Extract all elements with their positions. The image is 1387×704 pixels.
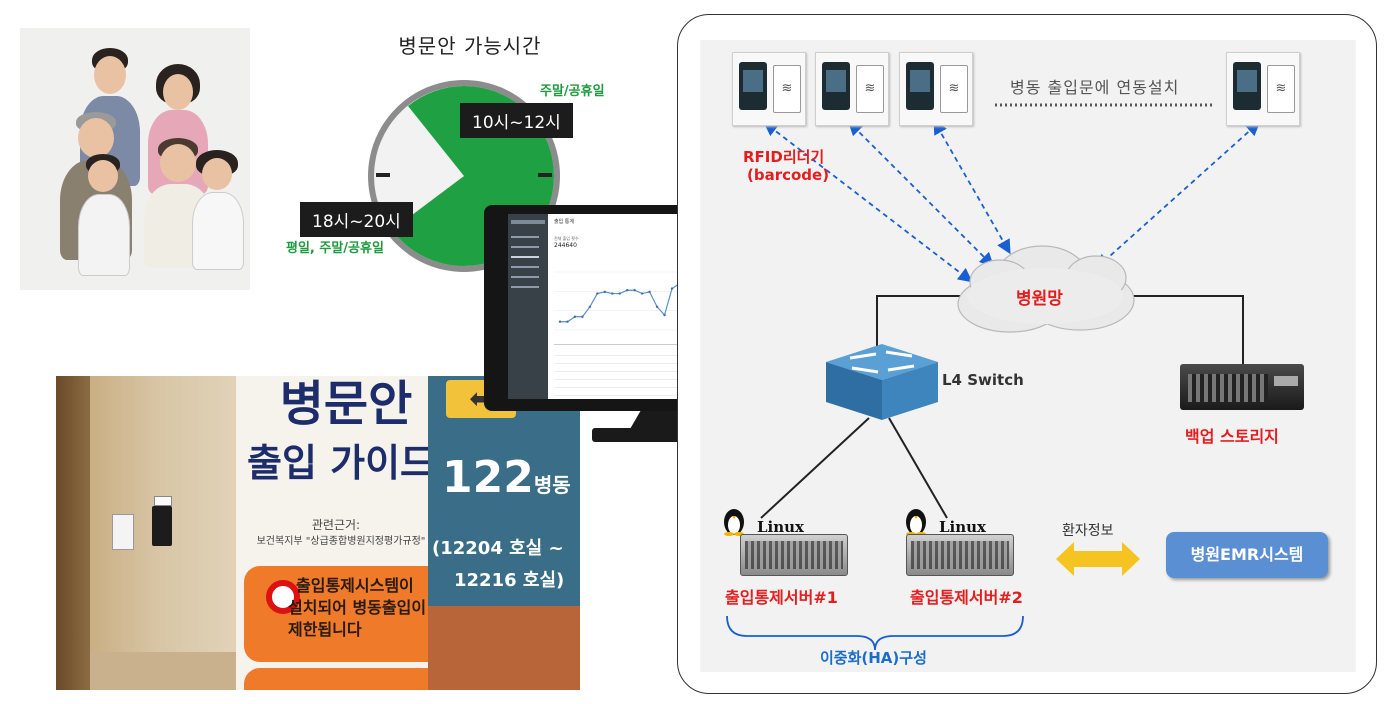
hospital-network-label: 병원망	[1016, 289, 1063, 309]
server2-label: 출입통제서버#2	[910, 588, 1023, 607]
rfid-reader-device	[112, 514, 134, 550]
connection-lines	[726, 103, 1261, 651]
backup-storage-label: 백업 스토리지	[1185, 427, 1279, 446]
screen-table-row	[554, 374, 790, 380]
hospital-network-cloud	[957, 245, 1135, 333]
visiting-hours-title: 병문안 가능시간	[398, 34, 542, 58]
screen-total-label: 전체 출입 횟수	[554, 236, 579, 241]
rfid-reader-1: ≋	[732, 52, 806, 126]
weekend-note: 주말/공휴일	[540, 84, 605, 99]
room-range-2: 12216 호실)	[454, 570, 565, 591]
screen-table-row	[554, 382, 790, 388]
basis-text: 보건복지부 "상급종합병원지정평가규정"	[256, 536, 426, 547]
ha-config-label: 이중화(HA)구성	[820, 649, 927, 667]
access-server-1	[740, 534, 848, 576]
evening-slot-tag: 18시~20시	[300, 202, 413, 237]
notice-line-1: 출입통제시스템이	[296, 576, 414, 595]
chart-point	[611, 292, 614, 295]
all-days-note: 평일, 주말/공휴일	[286, 241, 384, 256]
patient-info-label: 환자정보	[1062, 523, 1114, 539]
notice-line-2: 설치되어 병동출입이	[288, 598, 427, 617]
ward-suffix: 병동	[533, 473, 571, 497]
screen-sidebar	[508, 214, 548, 399]
chart-point	[648, 290, 651, 294]
screen-total-value: 244640	[554, 242, 577, 249]
chart-point	[618, 292, 621, 295]
chart-point	[596, 292, 599, 295]
chart-point	[655, 305, 659, 308]
ward-entrance-photo: 병문안 출입 가이드 관련근거: 보건복지부 "상급종합병원지정평가규정" 출입…	[56, 376, 580, 690]
family-photo	[20, 28, 250, 290]
no-entry-icon	[266, 580, 300, 614]
server1-label: 출입통제서버#1	[725, 588, 838, 607]
rfid-reader-3: ≋	[899, 52, 973, 126]
access-server-2	[906, 534, 1014, 576]
rfid-label-2: (barcode)	[747, 166, 830, 184]
banner-title-2: 출입 가이드	[246, 441, 436, 485]
banner-title-1: 병문안	[279, 376, 413, 432]
rfid-reader-2: ≋	[815, 52, 889, 126]
chart-point	[633, 289, 636, 292]
linux-tux-icon	[724, 509, 744, 536]
backup-storage-icon	[1180, 364, 1304, 410]
chart-point	[663, 313, 666, 317]
screen-table-row	[554, 350, 790, 356]
ward-number: 122	[442, 452, 534, 503]
linux-tux-icon	[906, 509, 926, 536]
screen-table-row	[554, 358, 790, 364]
linux-label-1: Linux	[757, 518, 804, 536]
l4-switch-icon	[826, 344, 938, 420]
rfid-label-1: RFID리더기	[743, 148, 825, 166]
door-install-label: 병동 출입문에 연동설치	[1010, 78, 1180, 97]
emr-system-box: 병원EMR시스템	[1166, 532, 1328, 578]
screen-table-row	[554, 390, 790, 396]
chart-point	[558, 320, 562, 323]
linux-label-2: Linux	[939, 518, 986, 536]
room-range-1: (12204 호실 ~	[432, 538, 564, 559]
weekend-slot-tag: 10시~12시	[460, 103, 573, 138]
chart-point	[670, 287, 674, 290]
notice-line-3: 제한됩니다	[288, 620, 362, 639]
switch-label: L4 Switch	[942, 371, 1024, 389]
card-reader-device	[152, 506, 172, 546]
basis-label: 관련근거:	[311, 518, 361, 532]
chart-point	[573, 315, 577, 318]
chart-point	[566, 320, 569, 323]
chart-point	[588, 305, 592, 308]
chart-point	[603, 290, 606, 294]
chart-point	[640, 292, 644, 295]
screen-table-row	[554, 366, 790, 372]
rfid-reader-4: ≋	[1226, 52, 1300, 126]
chart-point	[581, 315, 584, 318]
chart-point	[626, 289, 629, 292]
screen-page-title: 출입 통계	[554, 219, 574, 225]
bidirectional-arrow-icon	[1056, 542, 1140, 576]
